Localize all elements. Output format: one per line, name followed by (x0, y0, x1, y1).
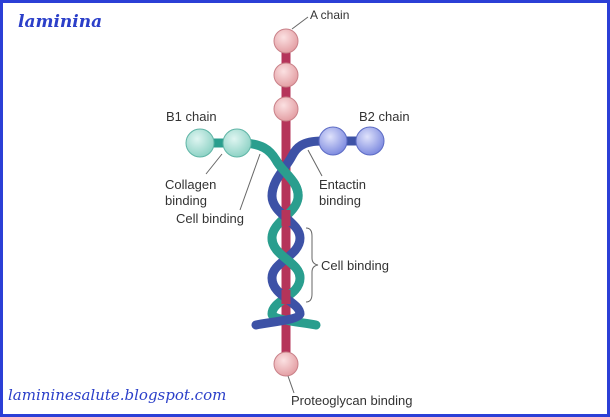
b1-chain-label: B1 chain (166, 109, 217, 124)
a-chain-globule (273, 28, 299, 54)
a-chain-globule (273, 96, 299, 122)
entactin-binding-label-1: Entactin (319, 177, 366, 192)
a-chain-leader (291, 16, 309, 30)
collagen-binding-label-1: Collagen (165, 177, 216, 192)
a-chain-label: A chain (310, 8, 349, 22)
b1-chain-overlap (271, 155, 303, 203)
blog-url[interactable]: lamininesalute.blogspot.com (8, 386, 227, 404)
cell-binding-left-leader (239, 153, 261, 211)
a-chain-globule (273, 351, 299, 377)
entactin-binding-label-2: binding (319, 193, 361, 208)
cell-binding-right-label: Cell binding (321, 258, 389, 273)
b1-chain-globule (185, 128, 215, 158)
proteoglycan-leader (287, 375, 295, 394)
b2-chain-label: B2 chain (359, 109, 410, 124)
collagen-leader (205, 153, 223, 175)
b2-chain-globule (318, 126, 348, 156)
page-title: laminina (18, 12, 103, 32)
cell-binding-left-label: Cell binding (176, 211, 244, 226)
proteoglycan-binding-label: Proteoglycan binding (291, 393, 412, 408)
b2-chain-globule (355, 126, 385, 156)
cell-binding-bracket (305, 227, 319, 303)
b1-chain-overlap-2 (267, 233, 305, 283)
b1-chain-globule (222, 128, 252, 158)
b2-chain-strand (251, 136, 373, 330)
a-chain-globule (273, 62, 299, 88)
entactin-leader (307, 149, 323, 177)
collagen-binding-label-2: binding (165, 193, 207, 208)
